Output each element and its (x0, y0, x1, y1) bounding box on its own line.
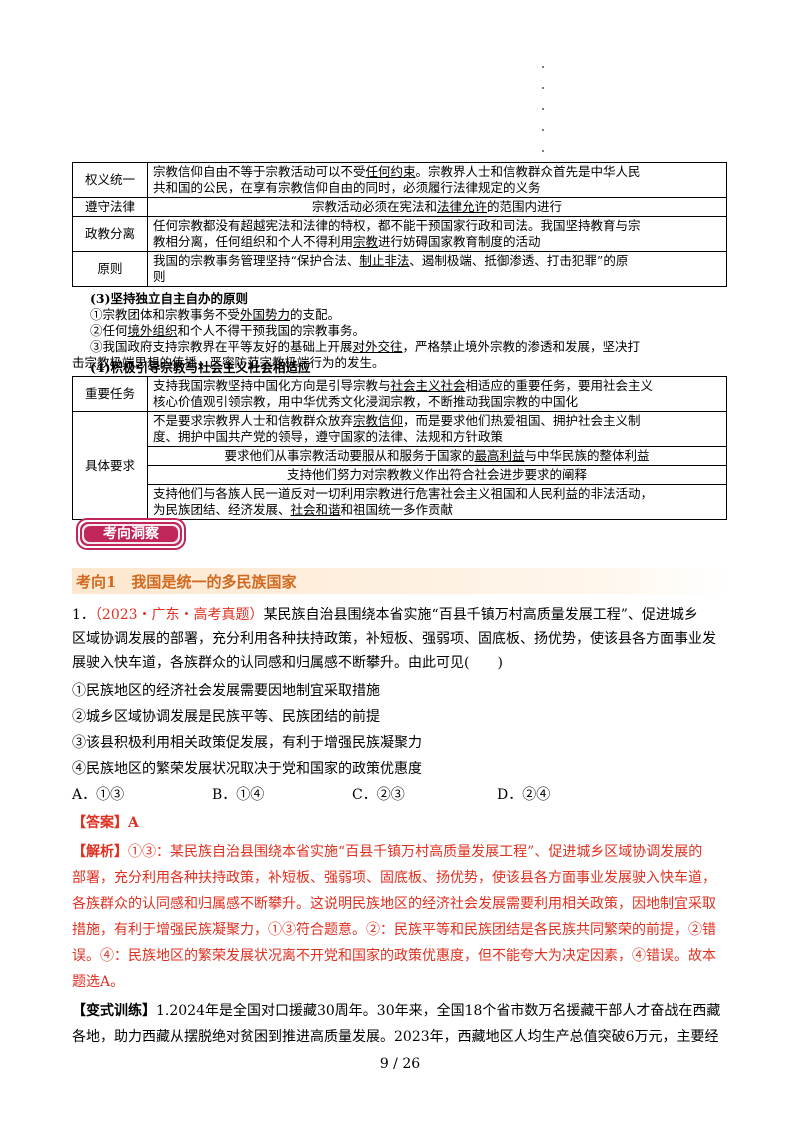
answer-value: A (128, 815, 139, 831)
option-b: B．①④ (212, 787, 265, 803)
stem-line: 区域协调发展的部署，充分利用各种扶持政策，补短板、强弱项、固底板、扬优势，使该县… (72, 631, 716, 647)
statement: ②城乡区域协调发展是民族平等、民族团结的前提 (72, 709, 380, 725)
section-heading: (4)积极引导宗教与社会主义社会相适应 (90, 360, 311, 375)
topic-heading: 考向1 我国是统一的多民族国家 (76, 573, 297, 591)
row-label: 重要任务 (72, 376, 148, 412)
statement: ①民族地区的经济社会发展需要因地制宜采取措施 (72, 683, 380, 699)
cell-line: 不是要求宗教界人士和信教群众放弃宗教信仰，而是要求他们热爱祖国、拥护社会主义制 (153, 413, 641, 428)
question-number: 1． (72, 607, 95, 623)
variant-line: 各地，助力西藏从摆脱绝对贫困到推进高质量发展。2023年，西藏地区人均生产总值突… (72, 1029, 719, 1045)
cell-line: 支持我国宗教坚持中国化方向是引导宗教与社会主义社会相适应的重要任务，要用社会主义 (153, 378, 654, 393)
row-content: 宗教信仰自由不等于宗教活动可以不受任何约束。宗教界人士和信教群众首先是中华人民 … (147, 162, 727, 198)
row-content: 不是要求宗教界人士和信教群众放弃宗教信仰，而是要求他们热爱祖国、拥护社会主义制 … (147, 411, 727, 447)
section-badge: 考向洞察 (76, 518, 186, 550)
cell-line: 则 (153, 269, 166, 284)
row-content: 支持他们努力对宗教教义作出符合社会进步要求的阐释 (147, 465, 727, 485)
analysis-line: 部署，充分利用各种扶持政策，补短板、强弱项、固底板、扬优势，使该县各方面事业发展… (72, 870, 716, 886)
cell-line: 度、拥护中国共产党的领导，遵守国家的法律、法规和方针政策 (153, 429, 504, 444)
cell-line: 共和国的公民，在享有宗教信仰自由的同时，必须履行法律规定的义务 (153, 180, 541, 195)
principles-table: 权义统一 宗教信仰自由不等于宗教活动可以不受任何约束。宗教界人士和信教群众首先是… (72, 162, 727, 287)
analysis-block: 【解析】①③：某民族自治县围绕本省实施“百县千镇万村高质量发展工程”、促进城乡区… (72, 839, 732, 995)
topic-heading-bar: 考向1 我国是统一的多民族国家 (72, 568, 728, 594)
table-row: 支持他们努力对宗教教义作出符合社会进步要求的阐释 (73, 465, 727, 485)
list-item: ②任何境外组织和个人不得干预我国的宗教事务。 (90, 323, 366, 338)
analysis-label: 【解析】 (72, 844, 128, 860)
stem-line: 展驶入快车道，各族群众的认同感和归属感不断攀升。由此可见( ) (72, 655, 503, 671)
analysis-line: 各族群众的认同感和归属感不断攀升。这说明民族地区的经济社会发展需要利用相关政策，… (72, 896, 716, 912)
cell-line: 宗教活动必须在宪法和法律允许的范围内进行 (311, 199, 563, 214)
row-label: 政教分离 (72, 216, 148, 252)
cell-line: 我国的宗教事务管理坚持“保护合法、制止非法、遏制极端、抵御渗透、打击犯罪”的原 (153, 253, 629, 268)
table-row: 遵守法律 宗教活动必须在宪法和法律允许的范围内进行 (72, 197, 727, 217)
variant-line: 【变式训练】1.2024年是全国对口援藏30周年。30年来，全国18个省市数万名… (72, 1003, 721, 1019)
row-content: 我国的宗教事务管理坚持“保护合法、制止非法、遏制极端、抵御渗透、打击犯罪”的原 … (147, 251, 727, 287)
badge-shape-icon (76, 518, 186, 550)
table-row: 具体要求 不是要求宗教界人士和信教群众放弃宗教信仰，而是要求他们热爱祖国、拥护社… (72, 411, 727, 520)
cell-line: 为民族团结、经济发展、社会和谐和祖国统一多作贡献 (153, 502, 454, 517)
row-content: 要求他们从事宗教活动要服从和服务于国家的最高利益与中华民族的整体利益 (147, 446, 727, 466)
question-stem: 1．（2023・广东・高考真题）某民族自治县围绕本省实施“百县千镇万村高质量发展… (72, 603, 732, 627)
table-row: 政教分离 任何宗教都没有超越宪法和法律的特权，都不能干预国家行政和司法。我国坚持… (72, 216, 727, 252)
section-heading: (3)坚持独立自主自办的原则 (90, 291, 249, 306)
table-row: 权义统一 宗教信仰自由不等于宗教活动可以不受任何约束。宗教界人士和信教群众首先是… (72, 162, 727, 198)
analysis-line: 【解析】①③：某民族自治县围绕本省实施“百县千镇万村高质量发展工程”、促进城乡区… (72, 844, 703, 860)
analysis-line: 题选A。 (72, 974, 125, 990)
cell-line: 支持他们努力对宗教教义作出符合社会进步要求的阐释 (286, 467, 587, 482)
page-number: 9 / 26 (379, 1056, 421, 1072)
statement: ③该县积极利用相关政策促发展，有利于增强民族凝聚力 (72, 735, 422, 751)
analysis-line: 措施，有利于增强民族凝聚力，①③符合题意。②：民族平等和民族团结是各民族共同繁荣… (72, 922, 716, 938)
adaptation-table: 重要任务 支持我国宗教坚持中国化方向是引导宗教与社会主义社会相适应的重要任务，要… (72, 376, 727, 520)
table-row: 重要任务 支持我国宗教坚持中国化方向是引导宗教与社会主义社会相适应的重要任务，要… (72, 376, 727, 412)
table-row: 支持他们与各族人民一道反对一切利用宗教进行危害社会主义祖国和人民利益的非法活动，… (73, 484, 727, 520)
cell-line: 教相分离，任何组织和个人不得利用宗教进行妨碍国家教育制度的活动 (153, 234, 541, 249)
table-row: 要求他们从事宗教活动要服从和服务于国家的最高利益与中华民族的整体利益 (73, 446, 727, 466)
decorative-dots (542, 66, 548, 156)
option-c: C．②③ (352, 787, 405, 803)
row-label: 具体要求 (72, 411, 148, 520)
stem-line: 某民族自治县围绕本省实施“百县千镇万村高质量发展工程”、促进城乡 (263, 607, 698, 623)
badge-label: 考向洞察 (103, 526, 159, 542)
question-source: （2023・广东・高考真题） (94, 607, 264, 623)
table-row: 原则 我国的宗教事务管理坚持“保护合法、制止非法、遏制极端、抵御渗透、打击犯罪”… (72, 251, 727, 287)
list-item: ①宗教团体和宗教事务不受外国势力的支配。 (90, 307, 341, 322)
cell-line: 支持他们与各族人民一道反对一切利用宗教进行危害社会主义祖国和人民利益的非法活动， (153, 486, 654, 501)
cell-line: 核心价值观引领宗教，用中华优秀文化浸润宗教，不断推动我国宗教的中国化 (153, 394, 579, 409)
answer-label: 【答案】 (72, 815, 128, 831)
variant-label: 【变式训练】 (72, 1003, 156, 1019)
row-content: 任何宗教都没有超越宪法和法律的特权，都不能干预国家行政和司法。我国坚持教育与宗 … (147, 216, 727, 252)
row-label: 权义统一 (72, 162, 148, 198)
row-label: 原则 (72, 251, 148, 287)
row-content: 支持他们与各族人民一道反对一切利用宗教进行危害社会主义祖国和人民利益的非法活动，… (147, 484, 727, 520)
list-item: 击宗教极端思想的传播，严密防范宗教极端行为的发生。 (72, 355, 385, 370)
analysis-line: 误。④：民族地区的繁荣发展状况离不开党和国家的政策优惠度，但不能夸大为决定因素，… (72, 948, 716, 964)
row-label: 遵守法律 (72, 197, 148, 217)
cell-line: 任何宗教都没有超越宪法和法律的特权，都不能干预国家行政和司法。我国坚持教育与宗 (153, 218, 641, 233)
row-content: 支持我国宗教坚持中国化方向是引导宗教与社会主义社会相适应的重要任务，要用社会主义… (147, 376, 727, 412)
answer-line: 【答案】A (72, 811, 732, 835)
statement: ④民族地区的繁荣发展状况取决于党和国家的政策优惠度 (72, 761, 422, 777)
cell-line: 宗教信仰自由不等于宗教活动可以不受任何约束。宗教界人士和信教群众首先是中华人民 (153, 164, 641, 179)
option-d: D．②④ (497, 787, 551, 803)
variant-block: 【变式训练】1.2024年是全国对口援藏30周年。30年来，全国18个省市数万名… (72, 998, 732, 1050)
option-a: A．①③ (72, 787, 125, 803)
row-content: 宗教活动必须在宪法和法律允许的范围内进行 (147, 197, 727, 217)
list-item: ③我国政府支持宗教界在平等友好的基础上开展对外交往，严格禁止境外宗教的渗透和发展… (90, 339, 641, 354)
cell-line: 要求他们从事宗教活动要服从和服务于国家的最高利益与中华民族的整体利益 (224, 448, 650, 463)
